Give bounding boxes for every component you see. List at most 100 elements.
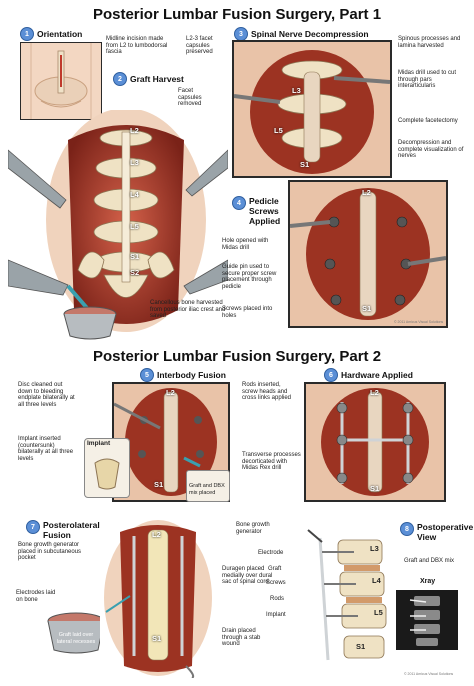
back-torso-illustration	[21, 43, 101, 119]
orientation-panel	[20, 42, 102, 120]
p6-level-L2: L2	[370, 388, 379, 397]
step-4-badge: 4	[232, 196, 246, 210]
note-midline-incision: Midline incision made from L2 to lumbodo…	[106, 36, 168, 56]
level-L3: L3	[130, 158, 139, 167]
step-7-heading: 7 Posterolateral Fusion	[26, 520, 105, 540]
decompression-illustration	[234, 42, 390, 176]
step-5-badge: 5	[140, 368, 154, 382]
level-L5: L5	[130, 222, 139, 231]
p3-level-S1: S1	[300, 160, 310, 169]
note-decompression: Decompression and complete visualization…	[398, 140, 464, 160]
step-4-heading: 4 Pedicle Screws Applied	[232, 196, 289, 226]
step-2-label: Graft Harvest	[130, 74, 184, 84]
level-S1: S1	[130, 252, 140, 261]
note-bone-growth: Bone growth generator	[236, 522, 270, 535]
note-spinous: Spinous processes and lamina harvested	[398, 36, 461, 49]
spine-exposure-illustration	[8, 110, 228, 332]
postoperative-spine-illustration	[307, 529, 387, 661]
label-electrode: Electrode	[258, 550, 284, 556]
posterolateral-field: L2 S1	[100, 516, 216, 678]
step-6-heading: 6 Hardware Applied	[324, 368, 413, 382]
bowl-icon	[63, 306, 117, 340]
note-cancellous-bone: Cancellous bone harvested from posterior…	[150, 300, 226, 320]
p3-level-L5: L5	[274, 126, 283, 135]
p6-level-S1: S1	[370, 484, 380, 493]
posterolateral-illustration	[100, 516, 216, 678]
p3-level-L3: L3	[292, 86, 301, 95]
cancellous-bone-bowl	[62, 306, 118, 340]
main-surgical-field-part1: L2 L3 L4 L5 S1 S2	[8, 110, 228, 340]
hardware-panel: L2 S1	[304, 382, 446, 502]
level-L2: L2	[130, 126, 139, 135]
copyright-part2: © 2011 Amicus Visual Solutions	[404, 672, 454, 676]
copyright-part1: © 2011 Amicus Visual Solutions	[394, 320, 444, 324]
step-1-badge: 1	[20, 27, 34, 41]
note-screws-placed: Screws placed into holes	[222, 306, 273, 319]
step-6-label: Hardware Applied	[341, 370, 413, 380]
postoperative-spine: L3 L4 L5 S1	[298, 520, 398, 678]
note-facet-capsules-removed: Facet capsules removed	[178, 88, 202, 108]
note-facetectomy: Complete facetectomy	[398, 118, 458, 124]
step-6-badge: 6	[324, 368, 338, 382]
note-implant-inserted: Implant inserted (countersunk) bilateral…	[18, 436, 74, 462]
interbody-fusion-panel: L2 S1	[112, 382, 230, 502]
step-3-badge: 3	[234, 27, 248, 41]
level-S2: S2	[130, 268, 140, 277]
step-2-badge: 2	[113, 72, 127, 86]
label-implant: Implant	[266, 612, 286, 618]
xray-label: Xray	[420, 578, 436, 585]
graft-laid-label: Graft laid over lateral recesses	[56, 632, 96, 645]
implant-inset-label: Implant	[87, 440, 111, 447]
graft-dbx-label: Graft and DBX mix placed	[189, 483, 225, 496]
note-graft-dbx-mix: Graft and DBX mix	[404, 558, 455, 564]
graft-dbx-inset: Graft and DBX mix placed	[186, 470, 230, 502]
note-l23-facet: L2-3 facet capsules preserved	[186, 36, 213, 56]
implant-inset: Implant	[84, 438, 130, 498]
label-graft: Graft	[268, 566, 282, 572]
step-2-heading: 2 Graft Harvest	[113, 72, 184, 86]
note-hole: Hole opened with Midas drill	[222, 238, 269, 251]
note-duragen: Duragen placed medially over dural sac o…	[222, 566, 273, 586]
step-5-label: Interbody Fusion	[157, 370, 226, 380]
step-8-badge: 8	[400, 522, 414, 536]
p4-level-S1: S1	[362, 304, 372, 313]
p7-level-L2: L2	[152, 530, 161, 539]
step-7-label: Posterolateral Fusion	[43, 520, 100, 540]
part2-title: Posterior Lumbar Fusion Surgery, Part 2	[92, 348, 382, 365]
bowl-icon-2	[47, 612, 105, 654]
note-electrodes: Electrodes laid on bone	[16, 590, 56, 603]
step-8-heading: 8 Postoperative View	[400, 522, 474, 542]
step-1-label: Orientation	[37, 29, 83, 39]
decompression-panel: L3 L5 S1	[232, 40, 392, 178]
step-5-heading: 5 Interbody Fusion	[140, 368, 226, 382]
p5-level-S1: S1	[154, 480, 164, 489]
step-4-label: Pedicle Screws Applied	[249, 196, 281, 226]
note-drain: Drain placed through a stab wound	[222, 628, 261, 648]
step-1-heading: 1 Orientation	[20, 27, 82, 41]
step-8-label: Postoperative View	[417, 522, 474, 542]
pedicle-screws-illustration	[290, 182, 446, 326]
step-3-label: Spinal Nerve Decompression	[251, 29, 369, 39]
label-rods: Rods	[270, 596, 285, 602]
level-L4: L4	[130, 190, 139, 199]
p7-level-S1: S1	[152, 634, 162, 643]
implant-icon	[94, 458, 120, 490]
graft-bowl: Graft laid over lateral recesses	[46, 612, 106, 654]
note-disc: Disc cleaned out down to bleeding endpla…	[18, 382, 75, 408]
p5-level-L2: L2	[166, 388, 175, 397]
p8-level-L3: L3	[370, 544, 379, 553]
p8-level-S1: S1	[356, 642, 366, 651]
note-bone-growth-placed: Bone growth generator placed in subcutan…	[18, 542, 82, 562]
p8-level-L4: L4	[372, 576, 381, 585]
p4-level-L2: L2	[362, 188, 371, 197]
xray-illustration	[396, 590, 458, 650]
step-3-heading: 3 Spinal Nerve Decompression	[234, 27, 369, 41]
note-transverse: Transverse processes decorticated with M…	[242, 452, 301, 472]
label-screws: Screws	[266, 580, 286, 586]
part1-title: Posterior Lumbar Fusion Surgery, Part 1	[92, 6, 382, 23]
note-guide-pin: Guide pin used to secure proper screw pl…	[222, 264, 277, 290]
hardware-illustration	[306, 384, 444, 500]
note-rods: Rods inserted, screw heads and cross lin…	[242, 382, 292, 402]
p8-level-L5: L5	[374, 608, 383, 617]
xray-image	[396, 590, 458, 650]
